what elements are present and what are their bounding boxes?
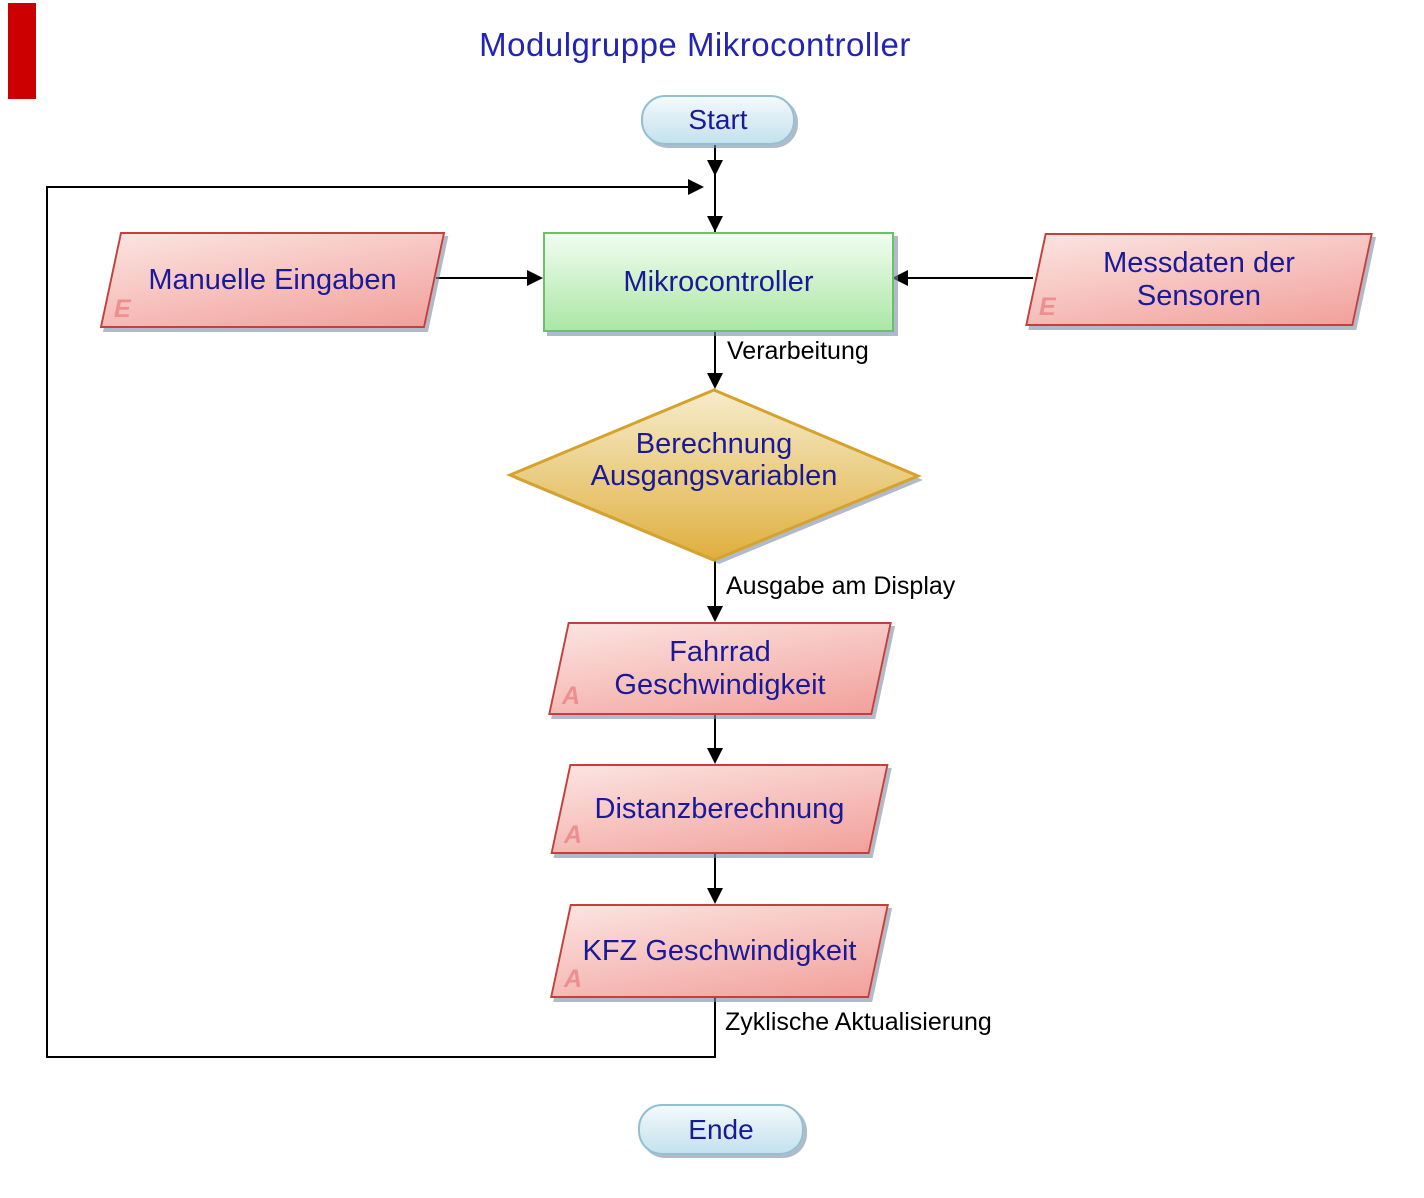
node-car-speed: KFZ Geschwindigkeit A [550,904,889,998]
io-tag-a: A [564,965,583,993]
node-bike-speed: Fahrrad Geschwindigkeit A [548,622,892,715]
node-bike-speed-label-line2: Geschwindigkeit [614,668,826,701]
node-manual-input-label: Manuelle Eingaben [148,263,397,296]
node-end: Ende [638,1104,804,1155]
connector-bikespeed-to-distance [714,714,716,750]
connector-sensor-to-process [907,277,1033,279]
arrowhead-start-junction [707,160,723,176]
page-title: Modulgruppe Mikrocontroller [479,26,911,63]
connector-start-to-process [714,140,716,232]
node-start: Start [641,95,795,145]
edge-label-verarbeitung: Verarbeitung [727,337,869,365]
io-tag-a: A [562,682,581,710]
connector-distance-to-carspeed [714,853,716,890]
node-sensor-data-label-line2: Sensoren [1136,279,1262,312]
arrowhead-sensor-to-process [892,270,908,286]
arrowhead-into-process [707,216,723,232]
node-distance-label: Distanzberechnung [594,792,845,825]
connector-loop-left [46,186,48,1058]
node-start-label: Start [688,104,748,135]
node-end-label: Ende [688,1113,754,1145]
arrowhead-loop-junction [688,179,704,195]
io-tag-a: A [564,821,583,849]
node-manual-input: Manuelle Eingaben E [99,232,446,328]
node-decision-label: Berechnung Ausgangsvariablen [504,428,924,492]
edge-label-ausgabe-am-display: Ausgabe am Display [726,572,956,600]
connector-process-to-decision [714,328,716,378]
io-tag-e: E [1039,293,1056,321]
node-decision-label-line2: Ausgangsvariablen [590,460,838,492]
node-decision-label-line1: Berechnung [635,428,793,460]
connector-loop-top [46,186,688,188]
connector-decision-to-bikespeed [714,560,716,608]
decision-diamond [506,388,922,562]
connector-manual-to-process [436,277,528,279]
arrowhead-manual-to-process [527,270,543,286]
node-bike-speed-label-line1: Fahrrad [669,635,771,668]
node-sensor-data-label-line1: Messdaten der [1103,246,1295,279]
connector-carspeed-to-loop [714,997,716,1057]
arrowhead-into-distance [707,748,723,764]
node-microcontroller: Mikrocontroller [543,232,894,332]
node-microcontroller-label: Mikrocontroller [623,265,814,298]
node-decision-shape [506,388,923,564]
node-sensor-data: Messdaten der Sensoren E [1025,233,1373,326]
io-tag-e: E [114,295,131,323]
node-car-speed-label: KFZ Geschwindigkeit [582,934,857,967]
arrowhead-into-decision [707,373,723,389]
arrowhead-into-bikespeed [707,606,723,622]
arrowhead-into-carspeed [707,888,723,904]
edge-label-zyklische-aktualisierung: Zyklische Aktualisierung [725,1008,992,1036]
connector-loop-bottom [46,1056,716,1058]
node-distance: Distanzberechnung A [550,764,889,854]
red-marker [8,3,36,99]
